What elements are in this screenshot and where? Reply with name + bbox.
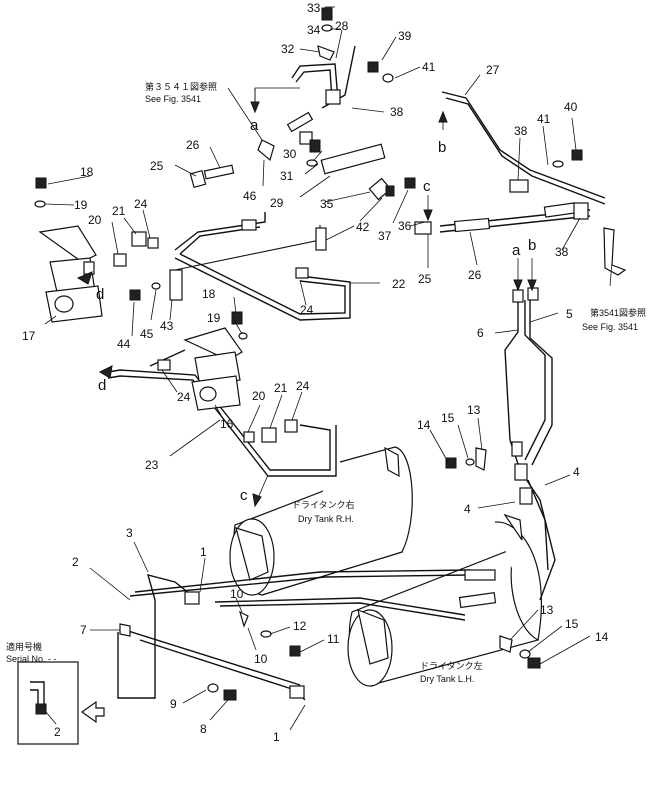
label-22: 22 <box>392 277 406 291</box>
label-1-lower: 1 <box>273 730 280 744</box>
letter-d-lower: d <box>98 377 106 394</box>
letter-b-top: b <box>438 139 446 156</box>
letter-a-top: a <box>250 117 259 134</box>
label-21-lower: 21 <box>274 381 288 395</box>
label-38-right-upper: 38 <box>514 124 528 138</box>
letter-c-bottom: c <box>240 487 248 504</box>
serial-en: Serial No. - - <box>6 654 57 664</box>
label-38-right-lower: 38 <box>555 245 569 259</box>
label-15-right-upper: 15 <box>441 411 455 425</box>
label-31: 31 <box>280 169 294 183</box>
brake-valve-16 <box>183 327 243 411</box>
label-5: 5 <box>566 307 573 321</box>
label-24-top: 24 <box>134 197 148 211</box>
label-24-lower-right: 24 <box>296 379 310 393</box>
dry-tank-rh <box>229 446 413 596</box>
label-15-right-lower: 15 <box>565 617 579 631</box>
label-36: 36 <box>398 219 412 233</box>
label-26-top: 26 <box>186 138 200 152</box>
label-3: 3 <box>126 526 133 540</box>
tank-rh-jp: ドライタンク右 <box>292 499 355 510</box>
label-26-right: 26 <box>468 268 482 282</box>
label-18-mid: 18 <box>202 287 216 301</box>
label-44: 44 <box>117 337 131 351</box>
label-24-mid: 24 <box>300 303 314 317</box>
label-42: 42 <box>356 220 370 234</box>
serial-jp: 適用号機 <box>6 641 42 652</box>
label-24-lower-left: 24 <box>177 390 191 404</box>
ref-jp-1: 第３５４１図参照 <box>145 81 217 92</box>
letter-a-right: a <box>512 242 521 259</box>
bolts-washers <box>34 7 583 701</box>
label-13-right-lower: 13 <box>540 603 554 617</box>
label-25-right: 25 <box>418 272 432 286</box>
label-38-top: 38 <box>390 105 404 119</box>
label-13-right-upper: 13 <box>467 403 481 417</box>
label-14-right-lower: 14 <box>595 630 609 644</box>
label-9: 9 <box>170 697 177 711</box>
letter-c-top: c <box>423 178 431 195</box>
label-18-top: 18 <box>80 165 94 179</box>
label-10-upper: 10 <box>230 587 244 601</box>
label-19-top: 19 <box>74 198 88 212</box>
label-4-upper: 4 <box>573 465 580 479</box>
label-6: 6 <box>477 326 484 340</box>
label-27: 27 <box>486 63 500 77</box>
label-12: 12 <box>293 619 307 633</box>
label-41-top: 41 <box>422 60 436 74</box>
clamps <box>119 45 627 653</box>
fittings <box>113 89 589 699</box>
label-28: 28 <box>335 19 349 33</box>
notes: 第３５４１図参照 See Fig. 3541 第3541図参照 See Fig.… <box>6 81 646 684</box>
part-number-labels: 33 34 32 28 39 41 38 27 40 41 38 26 25 3… <box>22 1 609 744</box>
leader-lines <box>44 6 613 731</box>
label-40: 40 <box>564 100 578 114</box>
label-1-upper: 1 <box>200 545 207 559</box>
brake-valve-17 <box>38 225 103 323</box>
label-10-lower: 10 <box>254 652 268 666</box>
label-39: 39 <box>398 29 412 43</box>
label-4-lower: 4 <box>464 502 471 516</box>
label-16: 16 <box>220 417 234 431</box>
label-20-top: 20 <box>88 213 102 227</box>
flow-arrows <box>76 87 537 724</box>
tank-lh-jp: ドライタンク左 <box>420 660 483 671</box>
label-19-mid: 19 <box>207 311 221 325</box>
label-8: 8 <box>200 722 207 736</box>
ref-en-1: See Fig. 3541 <box>145 94 201 104</box>
label-32: 32 <box>281 42 295 56</box>
tank-lh-en: Dry Tank L.H. <box>420 674 474 684</box>
label-25-top: 25 <box>150 159 164 173</box>
label-2-main: 2 <box>72 555 79 569</box>
label-17: 17 <box>22 329 36 343</box>
letter-d-left: d <box>96 286 104 303</box>
letter-b-right: b <box>528 237 536 254</box>
label-45: 45 <box>140 327 154 341</box>
label-11: 11 <box>327 632 340 646</box>
label-41-right: 41 <box>537 112 551 126</box>
label-37: 37 <box>378 229 392 243</box>
tank-rh-en: Dry Tank R.H. <box>298 514 354 524</box>
connection-letters: a b c a b d d c <box>96 117 536 504</box>
label-20-lower: 20 <box>252 389 266 403</box>
label-7: 7 <box>80 623 87 637</box>
label-29: 29 <box>270 196 284 210</box>
label-34: 34 <box>307 23 321 37</box>
label-21-top: 21 <box>112 204 126 218</box>
label-33: 33 <box>307 1 321 15</box>
label-46: 46 <box>243 189 257 203</box>
label-2-inset: 2 <box>54 725 61 739</box>
label-30: 30 <box>283 147 297 161</box>
ref-jp-2: 第3541図参照 <box>590 307 646 318</box>
label-35: 35 <box>320 197 334 211</box>
label-14-right-upper: 14 <box>417 418 431 432</box>
label-23: 23 <box>145 458 159 472</box>
label-43: 43 <box>160 319 174 333</box>
serial-inset <box>17 661 79 745</box>
ref-en-2: See Fig. 3541 <box>582 322 638 332</box>
